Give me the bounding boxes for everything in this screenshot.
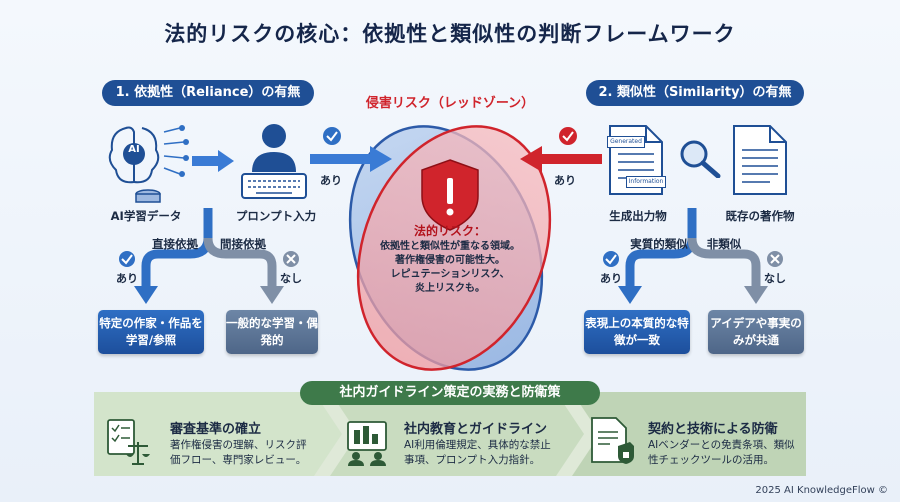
indirect-reliance-label: 間接依拠 <box>220 237 266 251</box>
user-keyboard-icon <box>241 124 307 199</box>
output-label: 生成出力物 <box>609 209 667 223</box>
risk-line: レピュテーションリスク、 <box>390 269 510 280</box>
similarity-branch <box>618 208 768 304</box>
footer-credit: 2025 AI KnowledgeFlow © <box>755 485 888 496</box>
check-icon <box>559 127 577 145</box>
existing-label: 既存の著作物 <box>725 209 795 223</box>
magnifier-icon <box>680 140 721 178</box>
left-no-label: なし <box>280 272 302 285</box>
ai-badge: AI <box>128 144 140 155</box>
ai-brain-icon <box>108 125 189 203</box>
step-description: AI利用倫理規定、具体的な禁止事項、プロンプト入力指針。 <box>404 439 551 466</box>
similarity-arrow-icon <box>520 146 602 172</box>
risk-title: 法的リスク： <box>413 224 486 238</box>
doc-tag-generated: Generated <box>607 136 645 148</box>
left-yes-label: あり <box>116 272 138 285</box>
check-icon <box>603 251 619 267</box>
check-icon <box>323 127 341 145</box>
similarity-ellipse <box>356 125 552 371</box>
cross-icon <box>283 251 299 267</box>
direct-reliance-label: 直接依拠 <box>152 237 198 251</box>
contract-lock-icon <box>591 417 634 464</box>
arrow-right-icon <box>192 150 234 172</box>
similarity-no-result: アイデアや事実のみが共通 <box>708 310 804 354</box>
risk-line: 炎上リスクも。 <box>415 283 485 294</box>
ai-data-label: AI学習データ <box>110 209 182 223</box>
not-similar-label: 非類似 <box>706 237 742 251</box>
right-no-label: なし <box>764 272 786 285</box>
step-description: AIベンダーとの免責条項、類似性チェックツールの活用。 <box>648 439 795 466</box>
substantial-similarity-label: 実質的類似 <box>630 237 688 251</box>
prompt-label: プロンプト入力 <box>235 209 317 223</box>
reliance-branch <box>134 208 284 304</box>
existing-document-icon <box>733 125 787 195</box>
step-title: 審査基準の確立 <box>170 422 262 437</box>
guidelines-header: 社内ガイドライン策定の実務と防衛策 <box>300 381 600 405</box>
similarity-yes-label: あり <box>554 174 576 187</box>
venn-diagram <box>348 125 552 371</box>
similarity-yes-result: 表現上の本質的な特徴が一致 <box>584 310 690 354</box>
checklist-scale-icon <box>107 419 150 465</box>
step-title: 契約と技術による防衛 <box>648 422 778 437</box>
cross-icon <box>767 251 783 267</box>
similarity-header: 2. 類似性（Similarity）の有無 <box>586 80 804 106</box>
page-title: 法的リスクの核心：依拠性と類似性の判断フレームワーク <box>164 22 736 46</box>
step-title: 社内教育とガイドライン <box>404 422 548 437</box>
reliance-yes-result: 特定の作家・作品を学習/参照 <box>98 310 204 354</box>
presentation-icon <box>347 421 387 466</box>
reliance-arrow-icon <box>310 146 392 172</box>
risk-description: 依拠性と類似性が重なる領域。 著作権侵害の可能性大。 レピュテーションリスク、 … <box>360 240 540 296</box>
right-yes-label: あり <box>600 272 622 285</box>
check-icon <box>119 251 135 267</box>
risk-line: 依拠性と類似性が重なる領域。 <box>380 241 520 252</box>
doc-tag-information: Information <box>626 176 666 188</box>
reliance-no-result: 一般的な学習・偶発的 <box>226 310 318 354</box>
risk-line: 著作権侵害の可能性大。 <box>395 255 505 266</box>
red-zone-header: 侵害リスク（レッドゾーン） <box>365 96 535 111</box>
reliance-yes-label: あり <box>320 174 342 187</box>
reliance-header: 1. 依拠性（Reliance）の有無 <box>102 80 314 106</box>
step-description: 著作権侵害の理解、リスク評価フロー、専門家レビュー。 <box>170 439 307 466</box>
